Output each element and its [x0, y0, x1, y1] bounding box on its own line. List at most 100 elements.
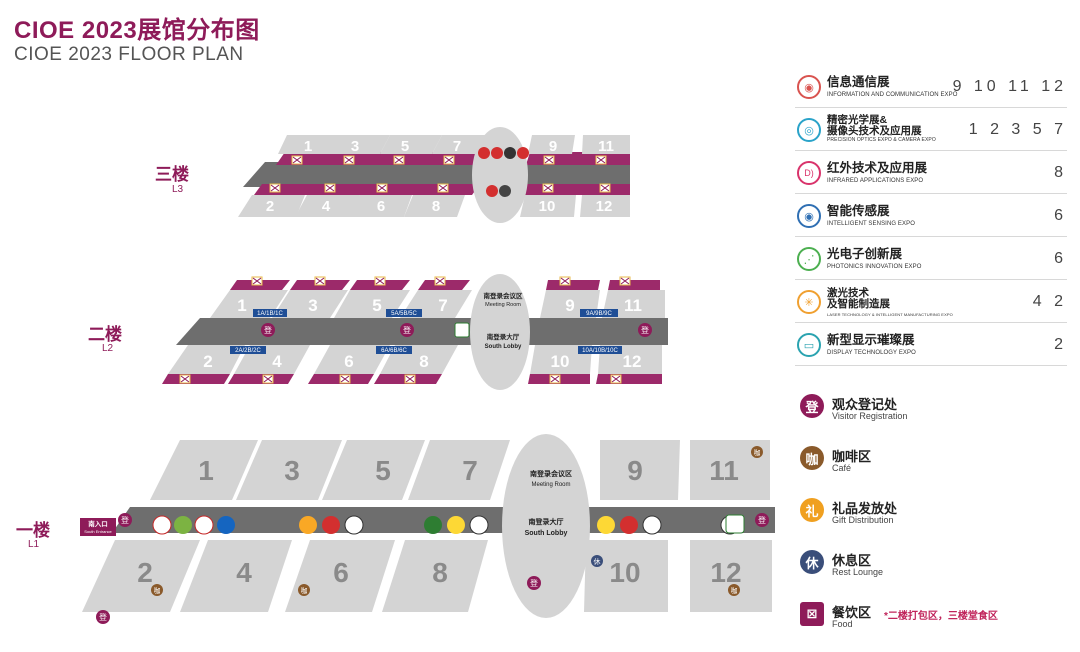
l3-hall-6[interactable]	[350, 195, 412, 217]
l1-hall-1[interactable]	[150, 440, 258, 500]
l1-hall-4[interactable]	[180, 540, 292, 612]
l1-hall-9[interactable]	[600, 440, 680, 500]
legend-sensing[interactable]: ◉ 智能传感展 INTELLIGENT SENSING EXPO 6	[795, 199, 1067, 237]
l2-hall-6[interactable]	[314, 345, 390, 374]
legend-food[interactable]: ⊠ 餐饮区 Food *二楼打包区，三楼堂食区	[798, 600, 1068, 652]
l2-meeting-en: Meeting Room	[485, 302, 521, 308]
l2-registration-markers: 登 登 登	[261, 323, 652, 337]
l3-num-12: 12	[596, 198, 613, 215]
rest-icon: 休	[800, 550, 824, 574]
legend-optics[interactable]: ◎ 精密光学展& 摄像头技术及应用展 PRECISION OPTICS EXPO…	[795, 113, 1067, 151]
floor-label-l3: 三楼	[155, 165, 189, 184]
l2-tag-6: 6A/6B/6C	[381, 348, 407, 354]
legend-cafe[interactable]: 咖 咖啡区 Café	[798, 444, 1068, 496]
l3-hall-10[interactable]	[520, 195, 576, 217]
svg-text:登: 登	[641, 325, 649, 335]
floor-label-l3-en: L3	[172, 184, 184, 195]
l3-hall-5[interactable]	[380, 135, 442, 154]
l1-num-9: 9	[627, 455, 643, 486]
l2-corridor	[176, 318, 668, 345]
legend-display[interactable]: ▭ 新型显示璀璨展 DISPLAY TECHNOLOGY EXPO 2	[795, 328, 1067, 366]
l1-num-5: 5	[375, 455, 391, 486]
svg-text:登: 登	[99, 612, 107, 622]
legend-photonics[interactable]: ⋰ 光电子创新展 PHOTONICS INNOVATION EXPO 6	[795, 242, 1067, 280]
l3-num-10: 10	[539, 198, 556, 215]
floor-label-l2-en: L2	[102, 343, 114, 354]
l1-num-7: 7	[462, 455, 478, 486]
l1-hall-2[interactable]	[82, 540, 200, 612]
svg-text:登: 登	[121, 515, 129, 525]
gift-icon: 礼	[800, 498, 824, 522]
l2-num-2: 2	[203, 352, 212, 371]
l2-tag-2: 2A/2B/2C	[235, 348, 261, 354]
l3-hall-1[interactable]	[278, 135, 340, 154]
l3-hall-3[interactable]	[328, 135, 390, 154]
south-entrance[interactable]	[80, 518, 116, 536]
l1-hall-3[interactable]	[236, 440, 342, 500]
l1-lobby-cn: 南登录大厅	[529, 517, 564, 526]
l2-hall-2[interactable]	[168, 345, 245, 374]
signal-icon: ◉	[797, 75, 821, 99]
l2-lobby-cn: 南登录大厅	[487, 332, 520, 341]
l1-meeting-cn: 南登录会议区	[530, 469, 572, 478]
l1-hall-8[interactable]	[382, 540, 488, 612]
l3-num-1: 1	[304, 138, 312, 155]
l2-hall-3[interactable]	[272, 290, 348, 318]
l1-num-4: 4	[236, 557, 252, 588]
l3-hall-8[interactable]	[404, 195, 465, 217]
l1-hall-5[interactable]	[322, 440, 425, 500]
l3-hall-12[interactable]	[580, 195, 630, 217]
l1-registration-markers: 登 登 登 登	[96, 513, 769, 624]
infrared-icon: D)	[797, 161, 821, 185]
l3-num-9: 9	[549, 138, 557, 155]
legend-registration[interactable]: 登 观众登记处 Visitor Registration	[798, 392, 1068, 444]
l1-food-icons	[152, 514, 745, 535]
laser-icon: ✳	[797, 290, 821, 314]
svg-text:登: 登	[758, 515, 766, 525]
l2-num-4: 4	[272, 352, 282, 371]
l1-center-hall	[502, 434, 590, 618]
l2-store-icon	[454, 322, 470, 338]
floor-label-l2: 二楼	[88, 325, 122, 344]
svg-text:咖: 咖	[731, 586, 738, 595]
l3-num-2: 2	[266, 198, 274, 215]
entrance-cn: 南入口	[88, 519, 108, 528]
l2-hall-10[interactable]	[530, 345, 592, 374]
l2-num-9: 9	[565, 296, 574, 315]
legend-rest[interactable]: 休 休息区 Rest Lounge	[798, 548, 1068, 600]
l3-hall-9[interactable]	[528, 135, 575, 154]
l3-hall-2[interactable]	[238, 195, 305, 217]
expo-legend: ◉ 信息通信展 INFORMATION AND COMMUNICATION EX…	[795, 70, 1067, 371]
l1-hall-11[interactable]	[690, 440, 770, 500]
floor-label-l1: 一楼	[16, 521, 50, 540]
l3-hall-11[interactable]	[582, 135, 630, 154]
l1-hall-7[interactable]	[408, 440, 510, 500]
l2-lobby-en: South Lobby	[485, 344, 522, 350]
food-note: *二楼打包区，三楼堂食区	[884, 611, 998, 622]
l3-num-4: 4	[322, 198, 331, 215]
svg-text:咖: 咖	[154, 586, 161, 595]
l3-num-6: 6	[377, 198, 385, 215]
l1-num-2: 2	[137, 557, 153, 588]
page-subtitle: CIOE 2023 FLOOR PLAN	[14, 44, 244, 65]
network-icon: ⋰	[797, 247, 821, 271]
legend-gift[interactable]: 礼 礼品发放处 Gift Distribution	[798, 496, 1068, 548]
l3-hall-4[interactable]	[295, 195, 360, 217]
l1-hall-12[interactable]	[690, 540, 772, 612]
l2-num-8: 8	[419, 352, 428, 371]
l1-lobby-en: South Lobby	[525, 530, 568, 537]
page-title: CIOE 2023展馆分布图	[14, 17, 260, 44]
legend-laser[interactable]: ✳ 激光技术 及智能制造展 LASER TECHNOLOGY & INTELLI…	[795, 285, 1067, 323]
l1-num-11: 11	[709, 455, 739, 486]
eye-icon: ◉	[797, 204, 821, 228]
legend-infrared[interactable]: D) 红外技术及应用展 INFRARED APPLICATIONS EXPO 8	[795, 156, 1067, 194]
l2-center-hall	[470, 274, 530, 390]
l1-hall-6[interactable]	[285, 540, 395, 612]
l3-corridor	[243, 162, 630, 187]
l2-num-5: 5	[372, 296, 381, 315]
l3-num-11: 11	[598, 138, 614, 155]
l1-hall-10[interactable]	[584, 540, 668, 612]
legend-ict[interactable]: ◉ 信息通信展 INFORMATION AND COMMUNICATION EX…	[795, 70, 1067, 108]
l1-num-1: 1	[198, 455, 214, 486]
l3-center-hall	[472, 127, 528, 223]
